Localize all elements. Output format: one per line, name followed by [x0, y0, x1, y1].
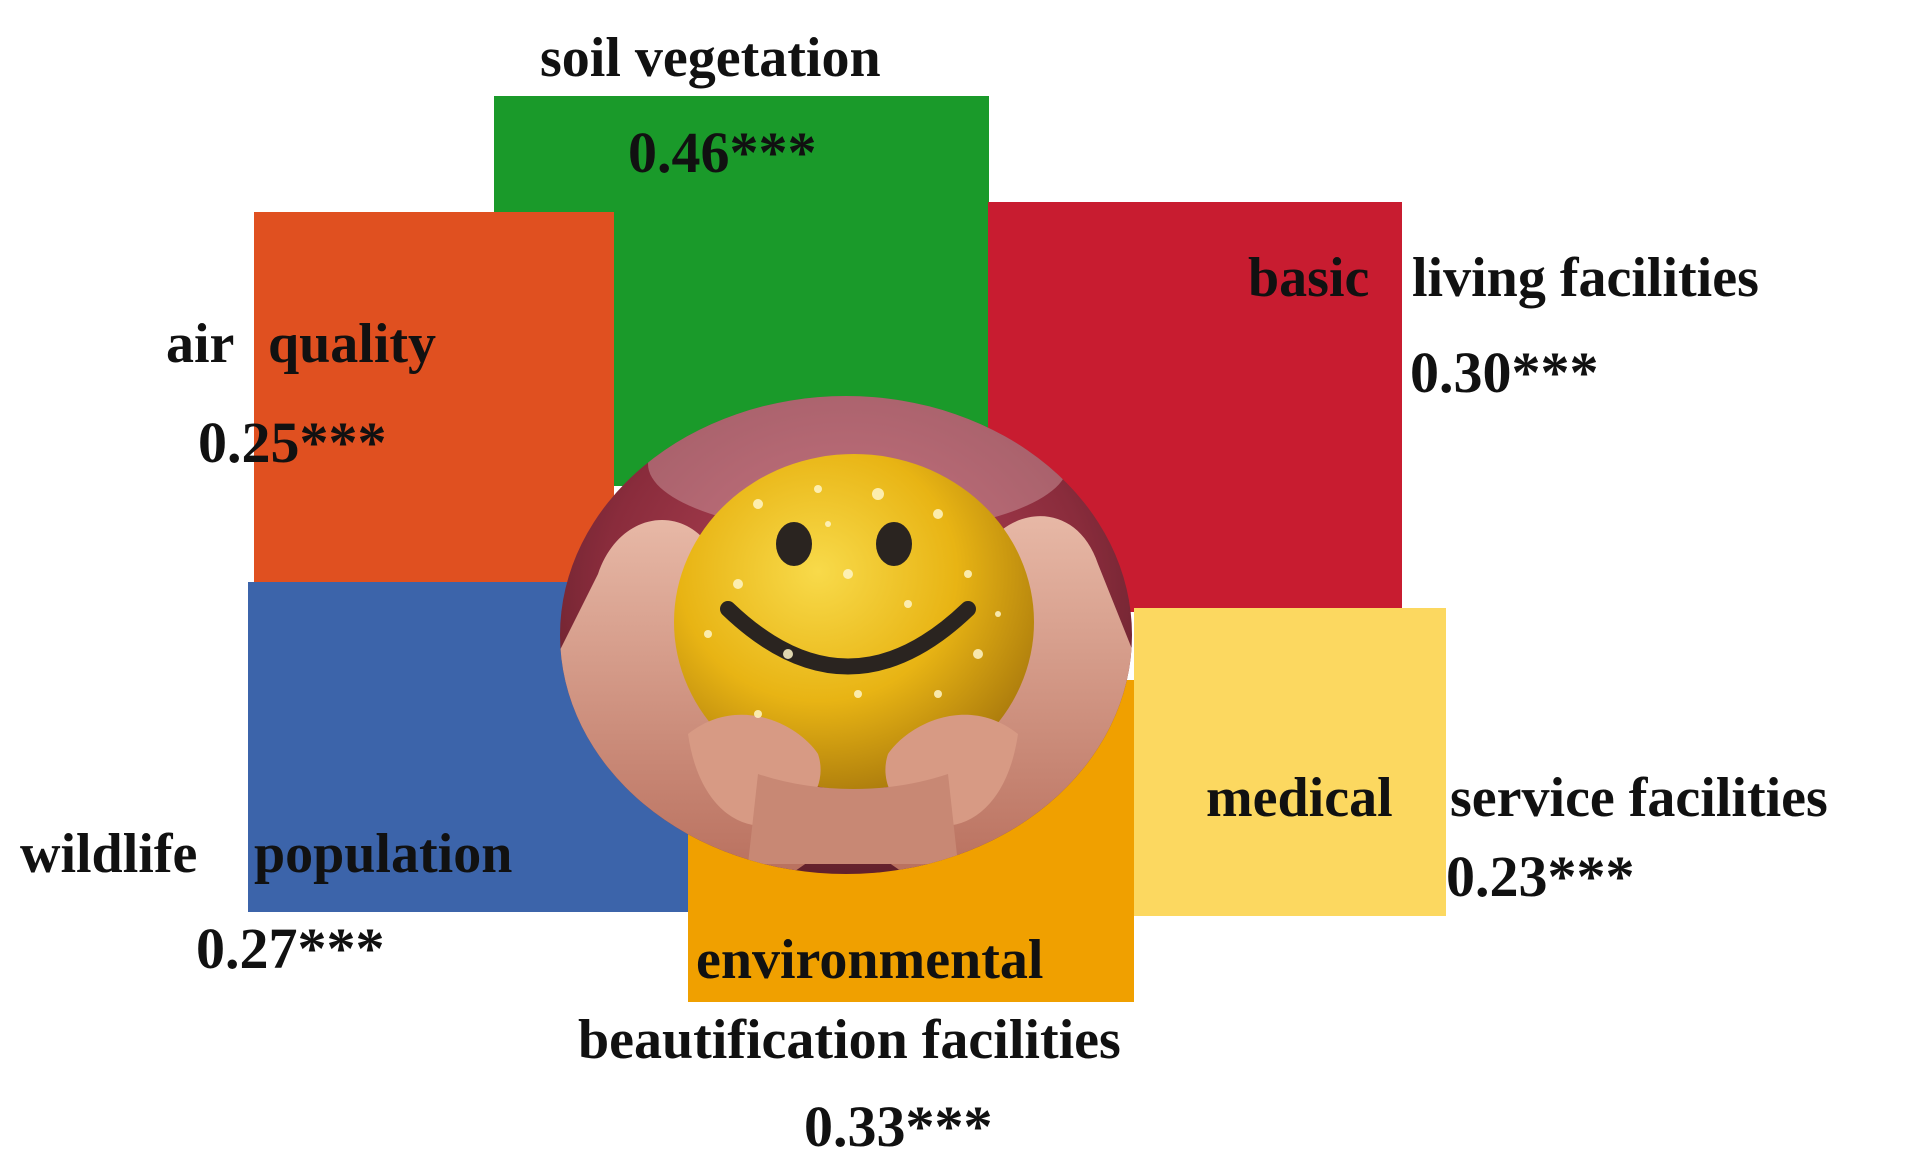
medical-value: 0.23*** — [1446, 844, 1635, 909]
air-quality-label-part2: quality — [268, 313, 437, 375]
environmental-label-part1: environmental — [696, 929, 1044, 991]
basic-living-value: 0.30*** — [1410, 340, 1599, 405]
wildlife-label-part2: population — [254, 823, 513, 885]
soil-vegetation-value: 0.46*** — [628, 120, 817, 185]
basic-living-label-part1: basic — [1248, 247, 1370, 309]
air-quality-label-part1: air — [166, 313, 235, 375]
environmental-value: 0.33*** — [804, 1094, 993, 1159]
medical-service-facilities-block — [1134, 608, 1446, 916]
wildlife-label-part1: wildlife — [20, 823, 198, 885]
environmental-label-part2: beautification facilities — [578, 1009, 1121, 1071]
soil-vegetation-label: soil vegetation — [540, 27, 881, 89]
medical-label-part2: service facilities — [1450, 767, 1828, 829]
air-quality-block — [254, 212, 614, 588]
basic-living-label-part2: living facilities — [1412, 247, 1759, 309]
wildlife-value: 0.27*** — [196, 916, 385, 981]
air-quality-value: 0.25*** — [198, 410, 387, 475]
smiley-face-icon — [560, 396, 1132, 874]
medical-label-part1: medical — [1206, 767, 1393, 829]
